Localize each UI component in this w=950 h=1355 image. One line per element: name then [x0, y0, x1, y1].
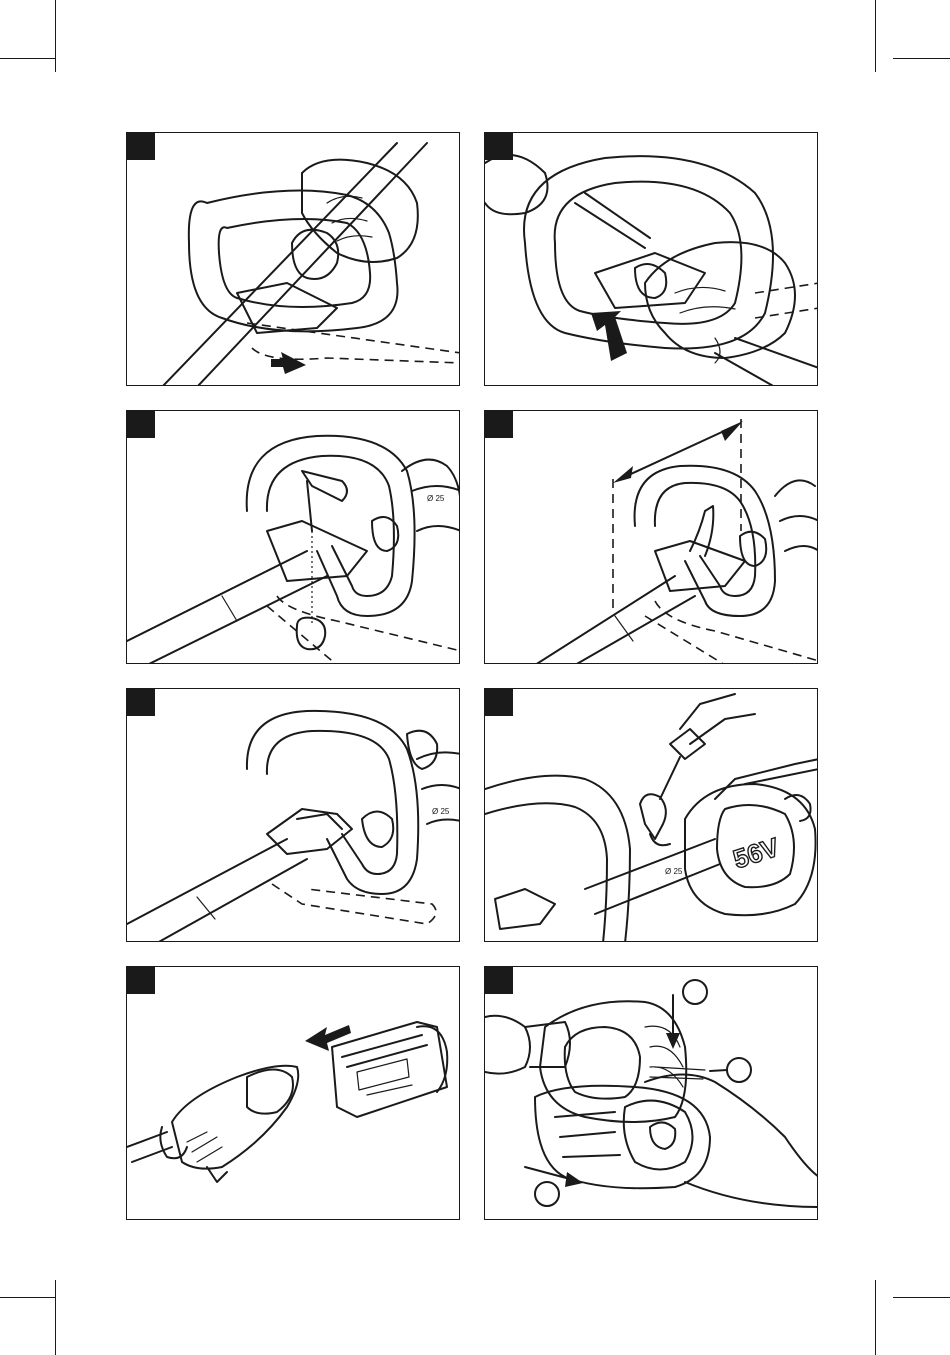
- crop-mark: [0, 1297, 55, 1298]
- figure-2: [484, 132, 818, 386]
- figure-4: [484, 410, 818, 664]
- figure-1: [126, 132, 460, 386]
- step-circle: [727, 1058, 751, 1082]
- tube-size-marking: Ø 25: [432, 807, 450, 816]
- tube-size-marking: Ø 25: [665, 867, 683, 876]
- battery-release-illustration: [485, 967, 818, 1220]
- handle-position-illustration: [485, 411, 818, 664]
- battery-insert-illustration: [127, 967, 460, 1220]
- crop-mark: [55, 1280, 56, 1355]
- shoulder-strap-illustration: 56V Ø 25: [485, 689, 818, 942]
- handle-clamp-illustration: [127, 133, 460, 386]
- step-circle: [683, 980, 707, 1004]
- crop-mark: [0, 58, 55, 59]
- figure-7: [126, 966, 460, 1220]
- crop-mark: [893, 1297, 950, 1298]
- step-circle: [535, 1182, 559, 1206]
- figure-8: [484, 966, 818, 1220]
- handle-assembled-illustration: Ø 25: [127, 689, 460, 942]
- tube-size-marking: Ø 25: [427, 494, 445, 503]
- handle-bolt-illustration: Ø 25: [127, 411, 460, 664]
- battery-voltage-marking: 56V: [730, 831, 784, 874]
- figure-3: Ø 25: [126, 410, 460, 664]
- crop-mark: [893, 58, 950, 59]
- crop-mark: [55, 0, 56, 72]
- figure-6: 56V Ø 25: [484, 688, 818, 942]
- crop-mark: [875, 1280, 876, 1355]
- figure-5: Ø 25: [126, 688, 460, 942]
- handle-knob-illustration: [485, 133, 818, 386]
- crop-mark: [875, 0, 876, 72]
